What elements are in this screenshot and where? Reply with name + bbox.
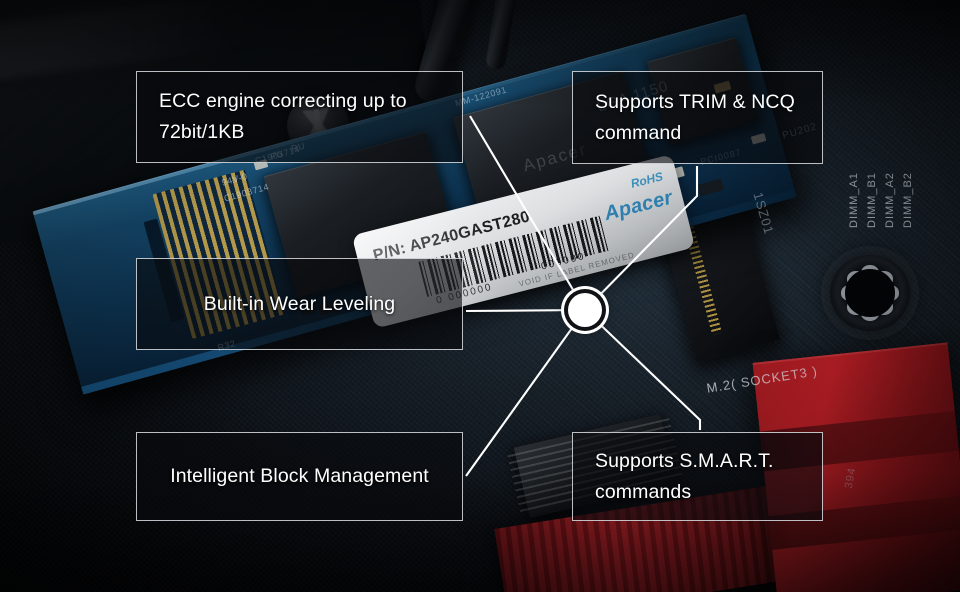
callout-line-1: ECC engine correcting up to [159,90,407,112]
silkscreen-dimm-b2: DIMM_B2 [902,172,914,228]
label-rohs-mark: RoHS [629,169,665,191]
silkscreen-dimm-a1: DIMM_A1 [848,172,860,228]
callout-trim-ncq[interactable]: Supports TRIM & NCQ command [572,71,823,164]
silkscreen-dimm-b1: DIMM_B1 [866,172,878,228]
callout-wear-leveling[interactable]: Built-in Wear Leveling [136,258,463,350]
callout-line-2: commands [595,480,692,503]
silkscreen-dimm-a2: DIMM_A2 [884,172,896,228]
smd-component [697,178,724,197]
feature-hotspot-hub[interactable] [568,293,602,327]
mounting-standoff-hole [830,255,910,331]
callout-smart-text: Supports S.M.A.R.T. commands [595,446,774,508]
callout-line-2: 72bit/1KB [159,121,245,143]
callout-ecc-engine-text: ECC engine correcting up to 72bit/1KB [159,86,407,148]
callout-line-1: Supports S.M.A.R.T. [595,449,774,472]
callout-line-1: Supports TRIM & NCQ [595,90,795,113]
callout-block-management[interactable]: Intelligent Block Management [136,432,463,521]
callout-ecc-engine[interactable]: ECC engine correcting up to 72bit/1KB [136,71,463,163]
callout-wear-leveling-text: Built-in Wear Leveling [203,292,396,315]
label-brand-apacer: Apacer [601,186,675,226]
callout-block-management-text: Intelligent Block Management [170,465,429,487]
callout-line-2: command [595,121,682,144]
callout-smart[interactable]: Supports S.M.A.R.T. commands [572,432,823,521]
callout-trim-ncq-text: Supports TRIM & NCQ command [595,87,795,149]
